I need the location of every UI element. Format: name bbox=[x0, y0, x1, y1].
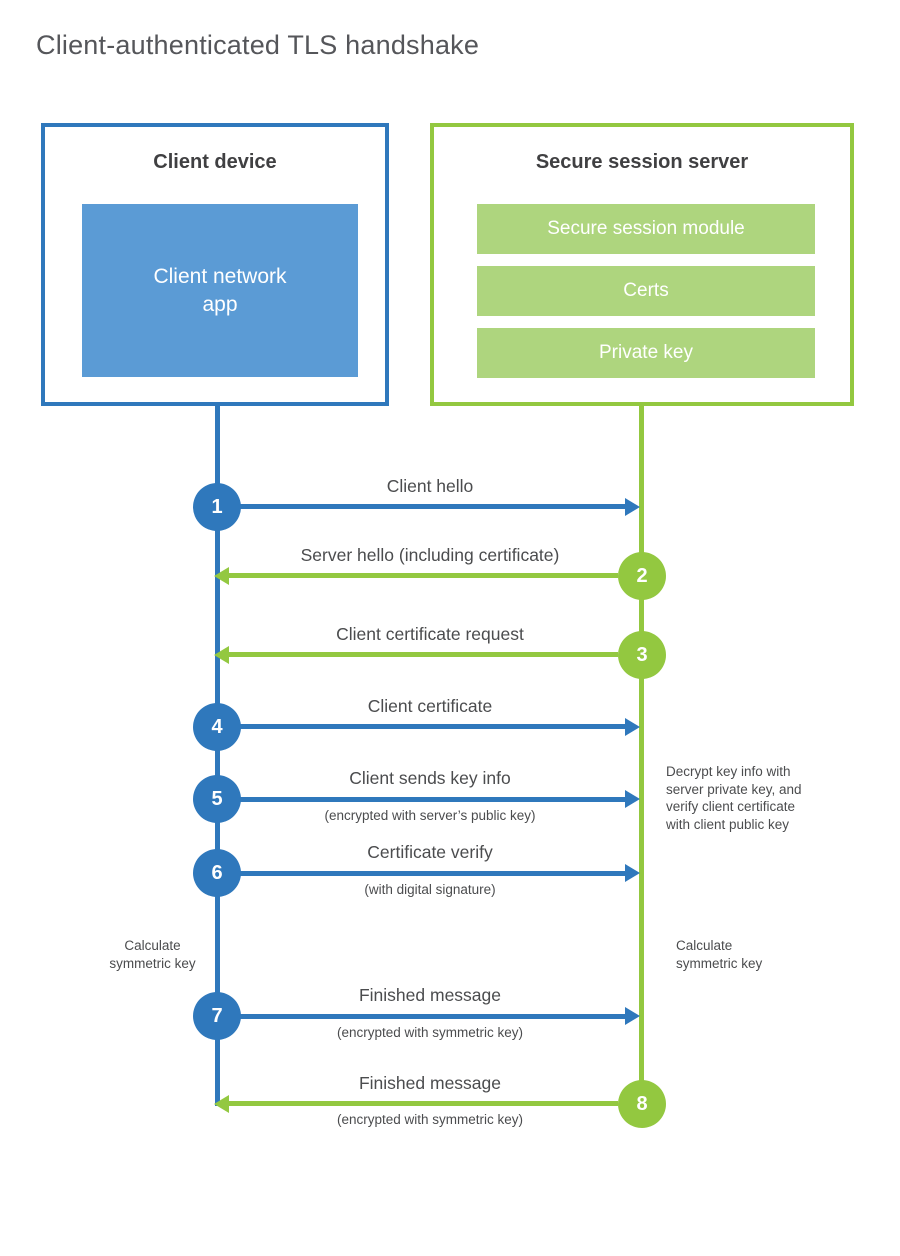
message-arrow bbox=[229, 573, 618, 578]
arrowhead-right-icon bbox=[625, 498, 640, 516]
message-arrow bbox=[240, 1014, 625, 1019]
message-label: Finished message bbox=[358, 985, 502, 1005]
message-sublabel: (encrypted with symmetric key) bbox=[336, 1112, 524, 1127]
message-arrow bbox=[229, 1101, 618, 1106]
message-arrow bbox=[229, 652, 618, 657]
message-arrow bbox=[240, 504, 625, 509]
message-label: Client certificate request bbox=[336, 624, 524, 644]
arrowhead-right-icon bbox=[625, 718, 640, 736]
message-label: Client certificate bbox=[367, 696, 493, 716]
arrowhead-right-icon bbox=[625, 864, 640, 882]
message-label: Client hello bbox=[386, 476, 474, 496]
step-6-badge: 6 bbox=[193, 849, 241, 897]
message-arrow bbox=[240, 871, 625, 876]
page-title: Client-authenticated TLS handshake bbox=[36, 30, 480, 60]
server-module-certs: Certs bbox=[477, 266, 815, 316]
decrypt-note: Decrypt key info with server private key… bbox=[666, 764, 802, 832]
message-arrow bbox=[240, 724, 625, 729]
server-module-private-key: Private key bbox=[477, 328, 815, 378]
step-3-badge: 3 bbox=[618, 631, 666, 679]
server-title: Secure session server bbox=[535, 151, 749, 173]
step-7-badge: 7 bbox=[193, 992, 241, 1040]
step-5-badge: 5 bbox=[193, 775, 241, 823]
calculate-symmetric-key-note-server: Calculate symmetric key bbox=[676, 938, 763, 971]
client-network-app-box: Client network app bbox=[82, 204, 358, 377]
client-device-title: Client device bbox=[153, 151, 277, 173]
arrowhead-left-icon bbox=[214, 567, 229, 585]
server-lifeline bbox=[639, 404, 644, 1104]
client-lifeline bbox=[215, 404, 220, 1106]
message-arrow bbox=[240, 797, 625, 802]
message-label: Client sends key info bbox=[349, 768, 511, 788]
calculate-symmetric-key-note-client: Calculate symmetric key bbox=[109, 938, 196, 971]
message-label: Server hello (including certificate) bbox=[300, 545, 560, 565]
message-label: Finished message bbox=[358, 1073, 502, 1093]
message-sublabel: (with digital signature) bbox=[364, 882, 496, 897]
arrowhead-left-icon bbox=[214, 646, 229, 664]
message-sublabel: (encrypted with server’s public key) bbox=[324, 808, 536, 823]
step-2-badge: 2 bbox=[618, 552, 666, 600]
arrowhead-right-icon bbox=[625, 1007, 640, 1025]
step-4-badge: 4 bbox=[193, 703, 241, 751]
secure-session-server-box: Secure session server Secure session mod… bbox=[430, 123, 854, 406]
arrowhead-right-icon bbox=[625, 790, 640, 808]
client-device-box: Client device Client network app bbox=[41, 123, 389, 406]
step-1-badge: 1 bbox=[193, 483, 241, 531]
message-label: Certificate verify bbox=[367, 842, 493, 862]
step-8-badge: 8 bbox=[618, 1080, 666, 1128]
message-sublabel: (encrypted with symmetric key) bbox=[336, 1025, 524, 1040]
arrowhead-left-icon bbox=[214, 1095, 229, 1113]
server-module-secure-session: Secure session module bbox=[477, 204, 815, 254]
